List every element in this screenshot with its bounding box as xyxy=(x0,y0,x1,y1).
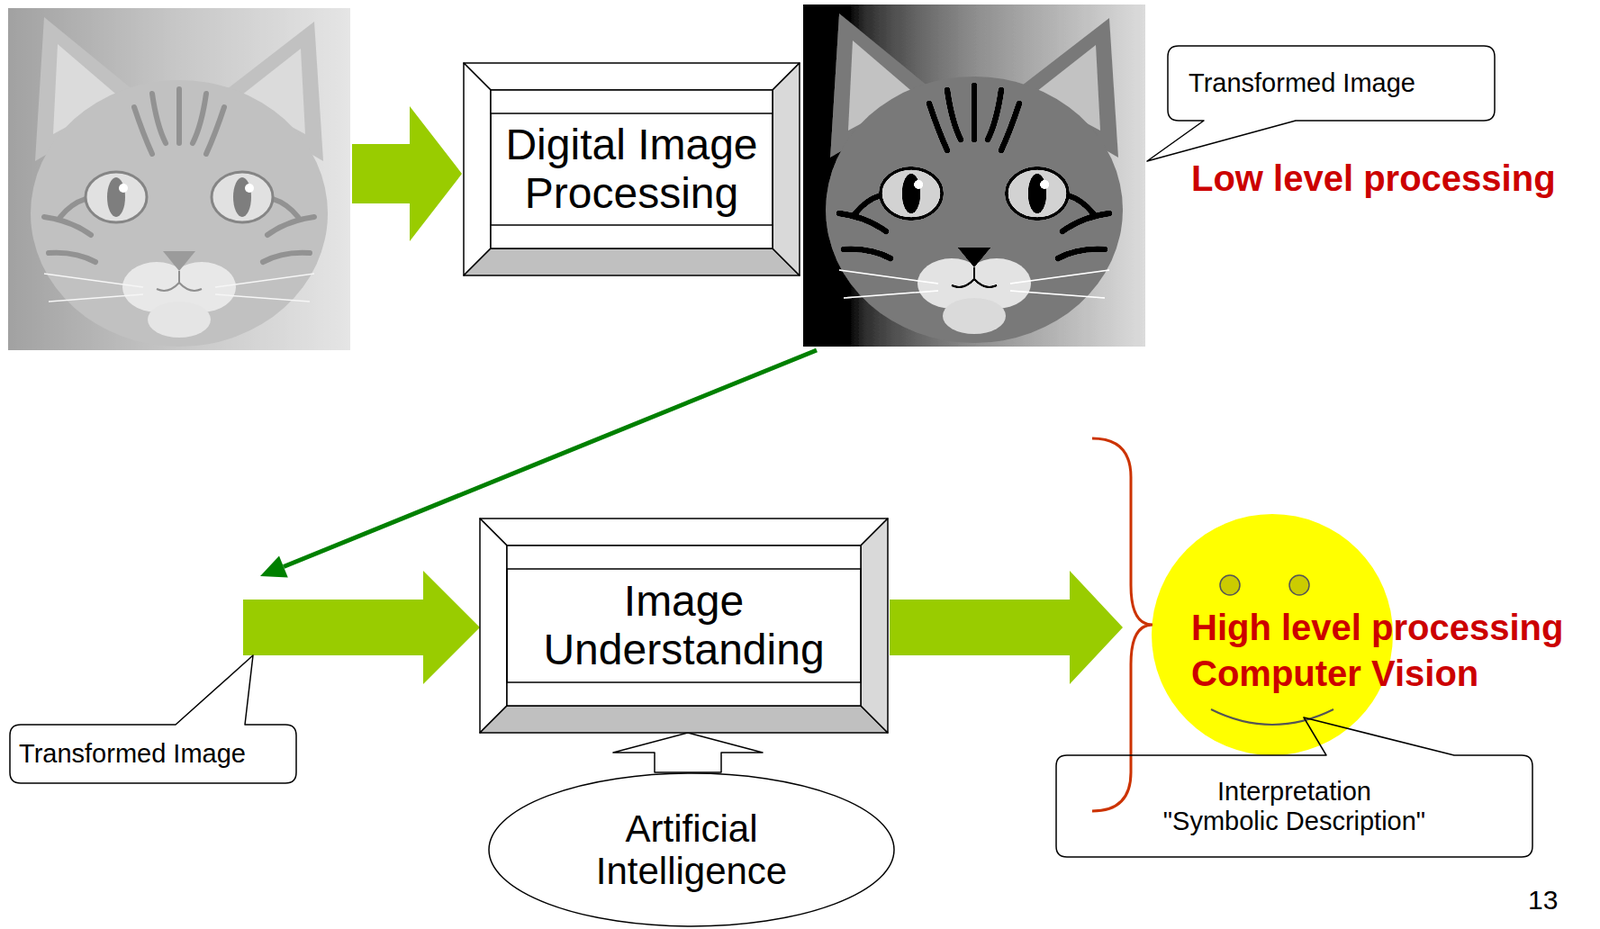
stage-label-text: High level processing xyxy=(1191,606,1564,649)
callout-outline xyxy=(1147,45,1495,162)
bevel-top xyxy=(479,518,888,546)
stage-label-text: Low level processing xyxy=(1191,157,1556,199)
knowledge-ellipse: Artificial Intelligence xyxy=(488,772,895,928)
callout-outline xyxy=(9,655,297,784)
node-text: Interpretation "Symbolic Description" xyxy=(1160,777,1429,836)
enhanced-photo xyxy=(803,4,1146,347)
bevel-bottom xyxy=(463,248,800,276)
stage-label-text: Computer Vision xyxy=(1191,652,1479,695)
flow-arrow xyxy=(352,106,462,242)
input-photo xyxy=(8,8,351,351)
bevel-face xyxy=(490,90,773,249)
photo-fade xyxy=(8,8,351,351)
smiley-mouth xyxy=(1211,709,1334,725)
bevel-right xyxy=(772,63,800,276)
stage-label: Computer Vision xyxy=(1191,652,1479,695)
text-area: Transformed Image xyxy=(1188,51,1486,116)
smiley-eye xyxy=(1220,575,1240,596)
node-text: Transformed Image xyxy=(1188,68,1416,98)
callout-box: Transformed Image xyxy=(1167,45,1495,121)
bevel-top xyxy=(463,63,800,91)
text-area: Interpretation "Symbolic Description" xyxy=(1074,760,1515,852)
flow-arrow xyxy=(243,570,480,685)
node-text: Image Understanding xyxy=(510,577,858,675)
ellipse-outline xyxy=(488,773,895,927)
text-frame xyxy=(506,569,861,683)
flow-arrow xyxy=(889,570,1123,685)
node-text: Transformed Image xyxy=(18,739,246,769)
node-text: Artificial Intelligence xyxy=(583,807,800,893)
process-box: Digital Image Processing xyxy=(463,63,800,276)
bevel-left xyxy=(479,518,507,733)
bevel-face xyxy=(506,545,861,706)
process-box: Image Understanding xyxy=(479,518,888,733)
bevel-bottom xyxy=(479,705,888,733)
callout-box: Interpretation "Symbolic Description" xyxy=(1056,755,1533,858)
arrow-head xyxy=(260,556,289,579)
page-number-text: 13 xyxy=(1527,885,1558,917)
node-text: Digital Image Processing xyxy=(494,120,769,218)
smiley-eye xyxy=(1289,575,1310,596)
block-arrow xyxy=(613,732,763,773)
text-area: Digital Image Processing xyxy=(494,115,769,224)
text-area: Image Understanding xyxy=(510,570,858,681)
bevel-right xyxy=(860,518,888,733)
callout-box: Transformed Image xyxy=(9,724,297,784)
bevel-left xyxy=(463,63,491,276)
stage-label: High level processing xyxy=(1191,606,1564,649)
callout-outline xyxy=(1056,717,1533,858)
page-number: 13 xyxy=(1527,885,1558,917)
stage-label: Low level processing xyxy=(1191,157,1556,199)
text-frame xyxy=(490,113,773,226)
text-area: Transformed Image xyxy=(18,728,290,780)
text-area: Artificial Intelligence xyxy=(551,792,832,908)
